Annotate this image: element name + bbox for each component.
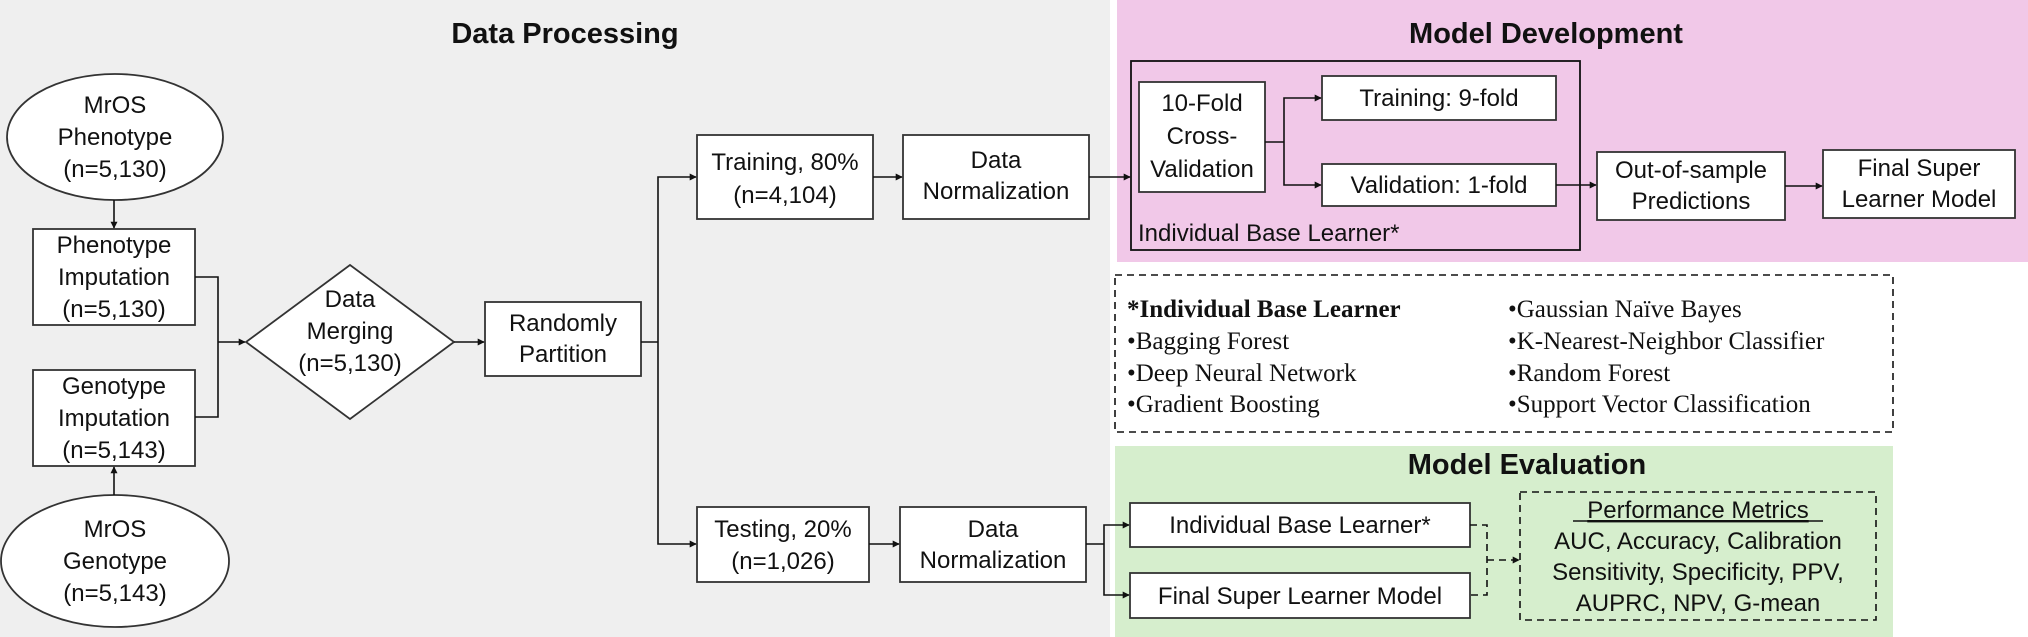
performance-metrics-line-1: AUC, Accuracy, Calibration (1554, 528, 1842, 555)
randomly-partition-line-1: Randomly (509, 310, 617, 337)
out-of-sample-line-1: Out-of-sample (1615, 157, 1767, 184)
testing-normalization-line-1: Data (968, 516, 1019, 543)
training-split-line-1: Training, 80% (711, 149, 858, 176)
validation-fold-label: Validation: 1-fold (1351, 172, 1528, 199)
phenotype-imputation-line-1: Phenotype (57, 232, 172, 259)
out-of-sample-node: Out-of-sample Predictions (1596, 151, 1786, 221)
mros-phenotype-line-3: (n=5,130) (63, 156, 166, 183)
final-super-learner-node: Final Super Learner Model (1822, 149, 2016, 219)
genotype-imputation-line-2: Imputation (58, 405, 170, 432)
training-normalization-node: Data Normalization (902, 134, 1090, 220)
mros-phenotype-line-2: Phenotype (58, 124, 173, 151)
eval-super-learner-label: Final Super Learner Model (1158, 583, 1442, 610)
legend-item-k-nearest-neighbor: •K-Nearest-Neighbor Classifier (1508, 328, 1825, 355)
arrow-to-eval-base-learner (1103, 521, 1130, 544)
training-fold-node: Training: 9-fold (1321, 75, 1557, 121)
final-super-learner-line-1: Final Super (1858, 155, 1981, 182)
phenotype-imputation-line-2: Imputation (58, 264, 170, 291)
legend-item-deep-neural-network: •Deep Neural Network (1127, 360, 1357, 387)
testing-split-line-2: (n=1,026) (731, 548, 834, 575)
final-super-learner-line-2: Learner Model (1842, 186, 1997, 213)
arrow-partition-to-training (657, 173, 697, 342)
testing-split-line-1: Testing, 20% (714, 516, 851, 543)
eval-base-learner-label: Individual Base Learner* (1169, 512, 1431, 539)
training-normalization-line-2: Normalization (923, 178, 1070, 205)
performance-metrics-line-2: Sensitivity, Specificity, PPV, (1552, 559, 1844, 586)
training-normalization-line-1: Data (971, 147, 1022, 174)
testing-normalization-line-2: Normalization (920, 547, 1067, 574)
legend-item-bagging-forest: •Bagging Forest (1127, 328, 1289, 355)
cross-validation-node: 10-Fold Cross- Validation (1138, 81, 1266, 193)
genotype-imputation-line-1: Genotype (62, 373, 166, 400)
genotype-imputation-node: Genotype Imputation (n=5,143) (32, 369, 196, 467)
legend-item-random-forest: •Random Forest (1508, 360, 1670, 387)
model-evaluation-title: Model Evaluation (1408, 449, 1646, 481)
mros-genotype-line-3: (n=5,143) (63, 580, 166, 607)
arrow-cv-to-validation-fold (1283, 142, 1322, 189)
data-merging-line-1: Data (325, 286, 376, 313)
base-learner-group: Individual Base Learner* (1130, 60, 1581, 251)
arrow-to-eval-super-learner (1103, 544, 1130, 599)
phenotype-imputation-node: Phenotype Imputation (n=5,130) (32, 228, 196, 326)
training-fold-label: Training: 9-fold (1359, 85, 1518, 112)
arrow-partition-to-testing (657, 342, 697, 548)
data-merging-line-2: Merging (307, 318, 394, 345)
data-processing-title: Data Processing (451, 18, 678, 50)
phenotype-imputation-line-3: (n=5,130) (62, 296, 165, 323)
training-split-node: Training, 80% (n=4,104) (696, 134, 874, 220)
out-of-sample-line-2: Predictions (1632, 188, 1751, 215)
legend-item-support-vector: •Support Vector Classification (1508, 391, 1811, 418)
training-split-line-2: (n=4,104) (733, 182, 836, 209)
mros-genotype-line-1: MrOS (84, 516, 147, 543)
performance-metrics-line-3: AUPRC, NPV, G-mean (1576, 590, 1821, 617)
randomly-partition-node: Randomly Partition (484, 301, 642, 377)
mros-genotype-line-2: Genotype (63, 548, 167, 575)
legend-item-gaussian-naive-bayes: •Gaussian Naïve Bayes (1508, 296, 1742, 323)
model-development-title: Model Development (1409, 18, 1683, 50)
mros-phenotype-node: MrOS Phenotype (n=5,130) (6, 73, 224, 201)
base-learner-group-label: Individual Base Learner* (1138, 220, 1400, 247)
legend-item-gradient-boosting: •Gradient Boosting (1127, 391, 1320, 418)
cross-validation-line-2: Cross- (1167, 123, 1238, 150)
cross-validation-line-3: Validation (1150, 156, 1254, 183)
testing-split-node: Testing, 20% (n=1,026) (696, 506, 870, 583)
eval-super-learner-node: Final Super Learner Model (1129, 572, 1471, 619)
randomly-partition-line-2: Partition (519, 341, 607, 368)
genotype-imputation-line-3: (n=5,143) (62, 437, 165, 464)
legend-title: *Individual Base Learner (1127, 296, 1401, 323)
testing-normalization-node: Data Normalization (899, 506, 1087, 583)
data-merging-line-3: (n=5,130) (298, 350, 401, 377)
mros-phenotype-line-1: MrOS (84, 92, 147, 119)
cross-validation-line-1: 10-Fold (1161, 90, 1242, 117)
eval-base-learner-node: Individual Base Learner* (1129, 502, 1471, 548)
connector-phenotype-imputation-to-merge (195, 276, 219, 418)
arrow-cv-to-training-fold (1283, 94, 1322, 142)
data-merging-node: Data Merging (n=5,130) (244, 263, 456, 421)
performance-metrics-box: Performance Metrics AUC, Accuracy, Calib… (1519, 491, 1877, 621)
base-learner-legend: *Individual Base Learner •Bagging Forest… (1114, 274, 1894, 433)
mros-genotype-node: MrOS Genotype (n=5,143) (0, 494, 230, 628)
performance-metrics-title: Performance Metrics (1587, 497, 1808, 524)
validation-fold-node: Validation: 1-fold (1321, 163, 1557, 207)
